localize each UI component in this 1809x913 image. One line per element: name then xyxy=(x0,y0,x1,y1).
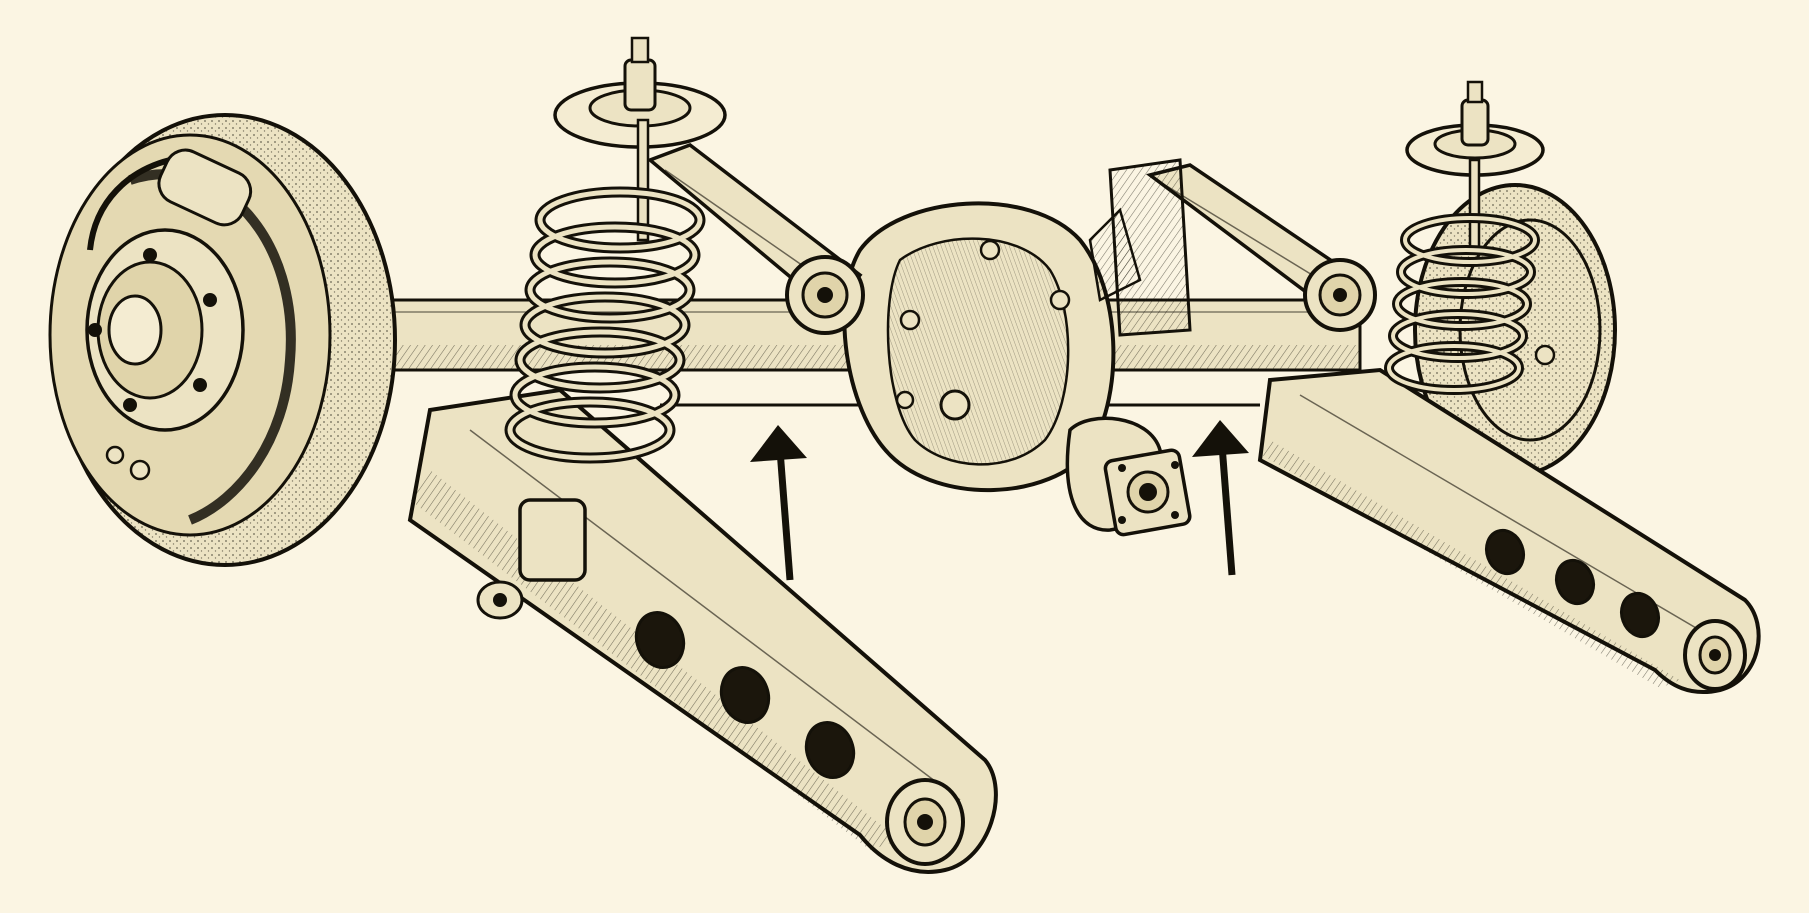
differential-housing xyxy=(842,201,1142,492)
left-upper-link xyxy=(646,143,865,335)
left-shock-absorber xyxy=(518,36,727,582)
right-trailing-arm xyxy=(1257,367,1761,695)
left-pointer-arrow xyxy=(750,425,807,581)
right-pointer-arrow xyxy=(1192,420,1249,576)
right-shock-absorber xyxy=(1405,80,1545,252)
left-brake-drum xyxy=(48,113,397,567)
right-coil-spring xyxy=(1384,213,1540,395)
pinion-flange xyxy=(1065,416,1192,537)
right-upper-link xyxy=(1108,158,1377,337)
left-coil-spring xyxy=(504,186,706,464)
